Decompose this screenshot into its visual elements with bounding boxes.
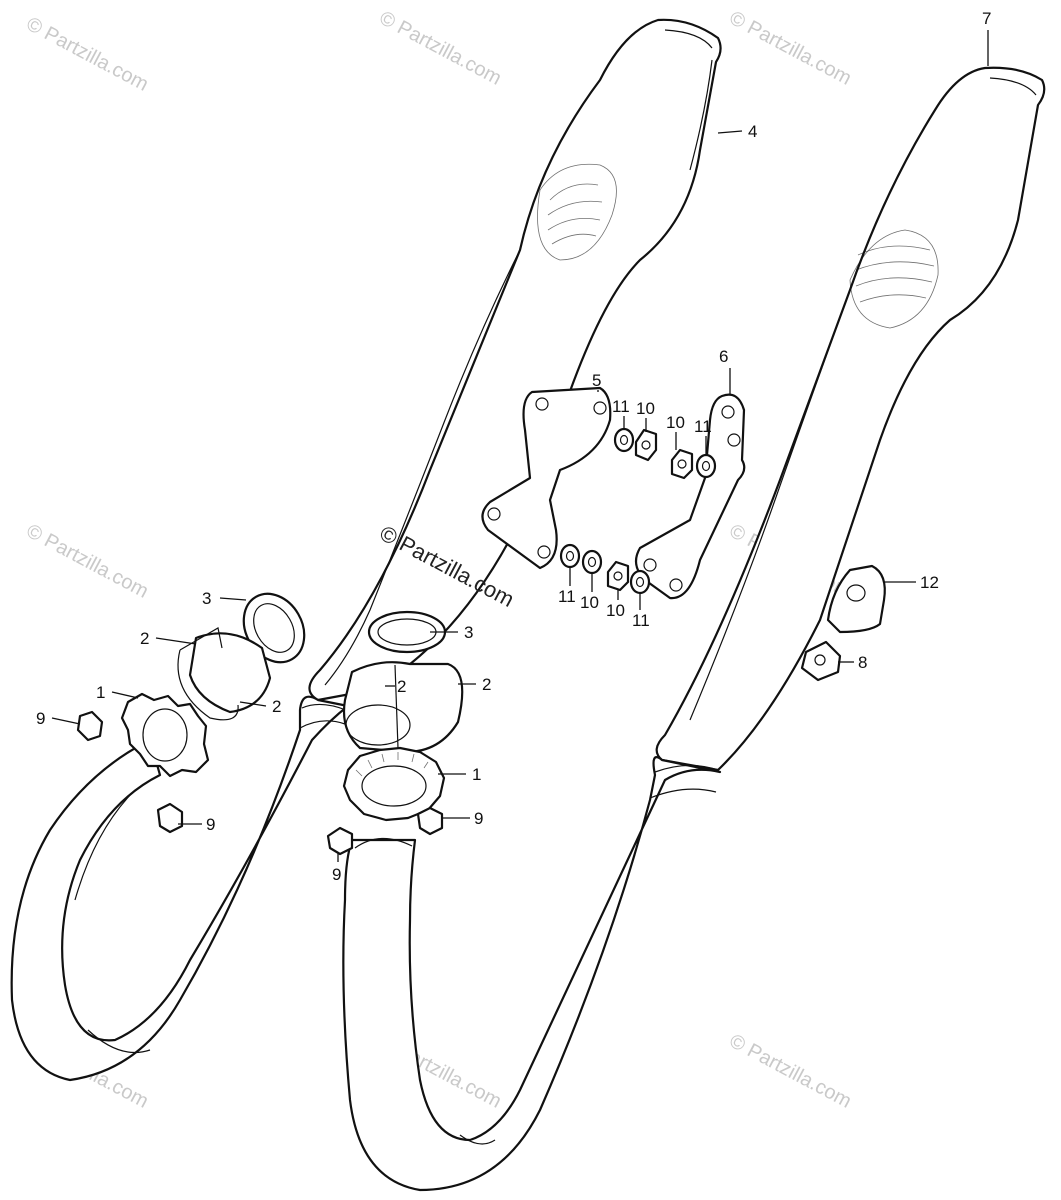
- nut-9-c: [416, 806, 444, 836]
- callout-2: 2: [140, 629, 149, 648]
- callout-2: 2: [272, 697, 281, 716]
- callout-1: 1: [472, 765, 481, 784]
- small-parts: [800, 564, 886, 682]
- bracket-5: [481, 386, 612, 570]
- rubber-12: [826, 564, 886, 634]
- callout-3: 3: [202, 589, 211, 608]
- callout-10: 10: [580, 593, 599, 612]
- nut-10: [634, 428, 658, 462]
- bracket-6: [634, 393, 746, 600]
- washers-and-nuts: [559, 427, 717, 595]
- watermark: © Partzilla.com: [23, 13, 152, 96]
- washer-11: [629, 569, 651, 595]
- nut-10: [606, 560, 630, 592]
- callout-2: 2: [482, 675, 491, 694]
- nut-10: [670, 448, 694, 480]
- washer-11: [613, 427, 635, 453]
- right-muffler: [655, 66, 1046, 772]
- callout-9: 9: [36, 709, 45, 728]
- flange-center: [342, 746, 446, 822]
- washer-11: [559, 543, 581, 569]
- callout-3: 3: [464, 623, 473, 642]
- watermark: © Partzilla.com: [726, 1030, 855, 1113]
- collar-left: [188, 632, 272, 714]
- callout-4: 4: [748, 122, 757, 141]
- callout-6: 6: [719, 347, 728, 366]
- callout-11: 11: [632, 611, 650, 630]
- callout-7: 7: [982, 9, 991, 28]
- watermark: © Partzilla.com: [23, 520, 152, 603]
- callout-9: 9: [206, 815, 215, 834]
- right-exhaust-pipe: [342, 756, 722, 1192]
- callout-5: 5: [592, 371, 601, 390]
- nut-9-a: [76, 710, 104, 742]
- washer-10: [581, 549, 603, 575]
- callout-11: 11: [558, 587, 576, 606]
- callout-11: 11: [612, 397, 630, 416]
- washer-11: [695, 453, 717, 479]
- callout-11: 11: [694, 417, 712, 436]
- nuts-9: [76, 710, 444, 856]
- left-muffler: [308, 18, 722, 702]
- flange-left: [120, 692, 210, 778]
- callout-10: 10: [636, 399, 655, 418]
- callout-8: 8: [858, 653, 867, 672]
- left-exhaust-pipe: [10, 695, 350, 1082]
- collars-2: [177, 627, 464, 754]
- nut-9-d: [326, 826, 354, 856]
- callout-10: 10: [606, 601, 625, 620]
- flanges-1: [120, 692, 446, 822]
- watermark: © Partzilla.com: [376, 7, 505, 90]
- callout-9: 9: [474, 809, 483, 828]
- nut-9-b: [156, 802, 184, 834]
- callout-10: 10: [666, 413, 685, 432]
- leader-lines: [51, 30, 989, 862]
- callout-12: 12: [920, 573, 939, 592]
- callout-9: 9: [332, 865, 341, 884]
- callout-2: 2: [397, 677, 406, 696]
- nut-8: [800, 640, 842, 682]
- callout-labels: 4 7 5 6 11 10 10 11 11 10 10 11 3 2 1 9 …: [36, 9, 991, 884]
- watermark: © Partzilla.com: [726, 7, 855, 90]
- callout-1: 1: [96, 683, 105, 702]
